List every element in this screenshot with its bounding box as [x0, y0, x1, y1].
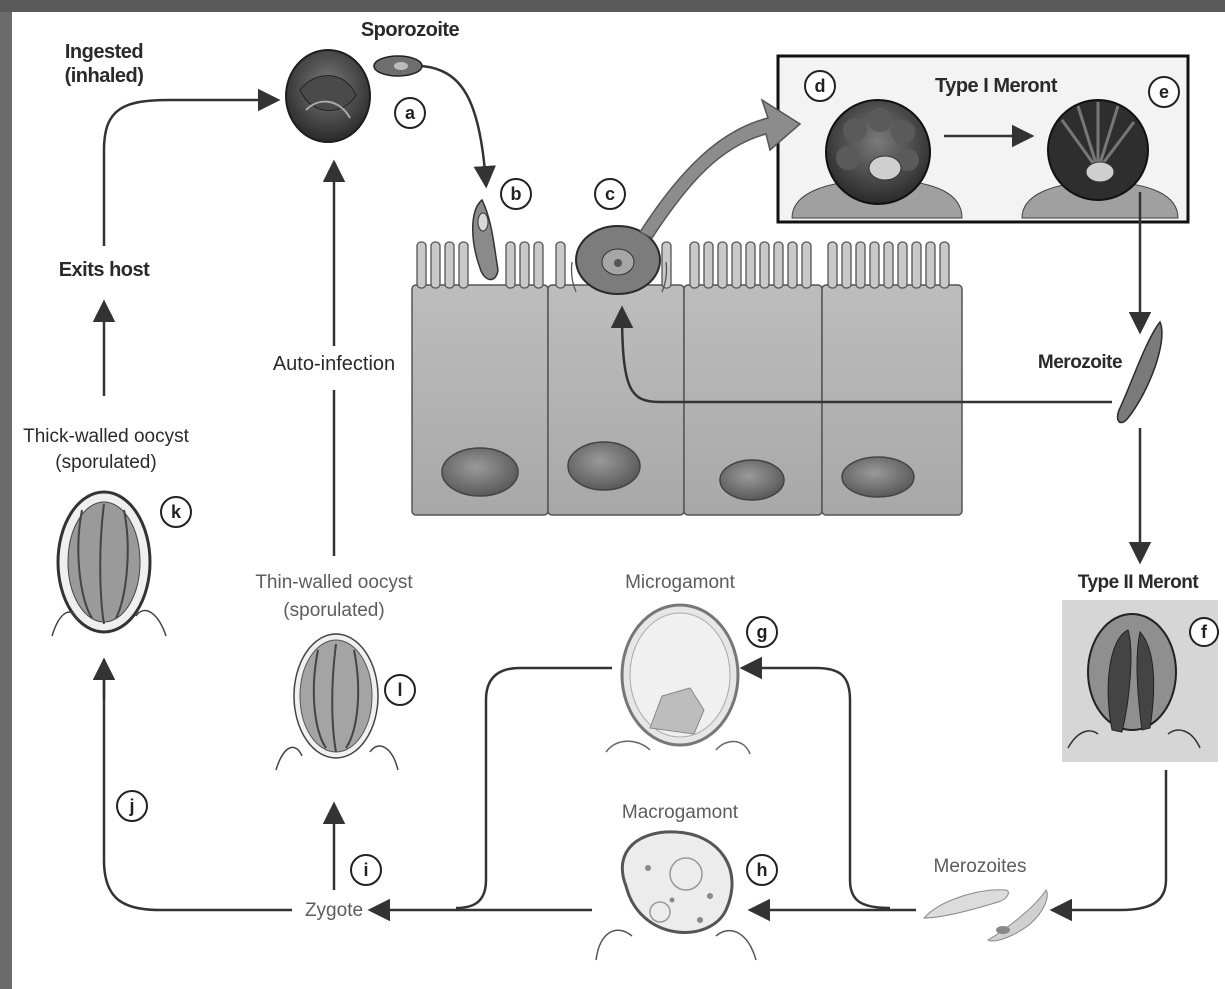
- label-ingested: Ingested: [65, 41, 143, 63]
- stage-letter-a: a: [405, 103, 416, 123]
- arrow-type2-to-merozoites: [1054, 770, 1166, 910]
- arrow-exits-host-upper: [104, 100, 276, 246]
- arrow-g-to-zygote: [456, 668, 612, 908]
- stage-letter-h: h: [757, 860, 768, 880]
- stage-g-microgamont: [606, 605, 750, 754]
- arrow-oocyst-to-exit: [104, 660, 292, 910]
- stage-letter-k: k: [171, 502, 182, 522]
- label-type-1-meront: Type I Meront: [935, 75, 1058, 97]
- merozoites-pair: [924, 890, 1047, 941]
- stage-letter-e: e: [1159, 82, 1169, 102]
- label-inhaled: (inhaled): [65, 65, 144, 87]
- stage-a-sporozoite-oocyst: [286, 50, 422, 142]
- epithelium-cells: [412, 242, 962, 515]
- label-type-2-meront: Type II Meront: [1078, 572, 1200, 593]
- stage-b-attaching-sporozoite: [473, 200, 498, 280]
- label-exits-host: Exits host: [59, 259, 150, 281]
- stage-letter-i: i: [363, 860, 368, 880]
- label-auto-infection: Auto-infection: [273, 353, 395, 375]
- stage-l-thin-walled-oocyst: [276, 634, 398, 770]
- stage-h-macrogamont: [596, 832, 756, 960]
- label-merozoites: Merozoites: [934, 856, 1027, 877]
- label-thick-walled-sporulated: (sporulated): [55, 452, 156, 473]
- label-sporozoite: Sporozoite: [361, 19, 460, 41]
- label-thick-walled-oocyst: Thick-walled oocyst: [23, 426, 189, 447]
- stage-letter-j: j: [128, 796, 134, 816]
- label-thin-walled-oocyst: Thin-walled oocyst: [255, 572, 413, 593]
- label-thin-walled-sporulated: (sporulated): [283, 600, 384, 621]
- arrow-sporozoite-to-b: [422, 66, 486, 184]
- stage-letter-g: g: [757, 622, 768, 642]
- stage-k-thick-walled-oocyst: [52, 492, 166, 636]
- stage-letter-f: f: [1201, 622, 1208, 642]
- label-merozoite: Merozoite: [1038, 352, 1122, 373]
- stage-letter-b: b: [511, 184, 522, 204]
- stage-letter-l: l: [397, 680, 402, 700]
- arrow-c-to-type1-meront: [640, 100, 800, 238]
- label-microgamont: Microgamont: [625, 572, 736, 593]
- stage-letter-c: c: [605, 184, 615, 204]
- label-zygote: Zygote: [305, 900, 363, 921]
- label-macrogamont: Macrogamont: [622, 802, 739, 823]
- merozoite-shape: [1118, 322, 1162, 423]
- stage-letter-d: d: [815, 76, 826, 96]
